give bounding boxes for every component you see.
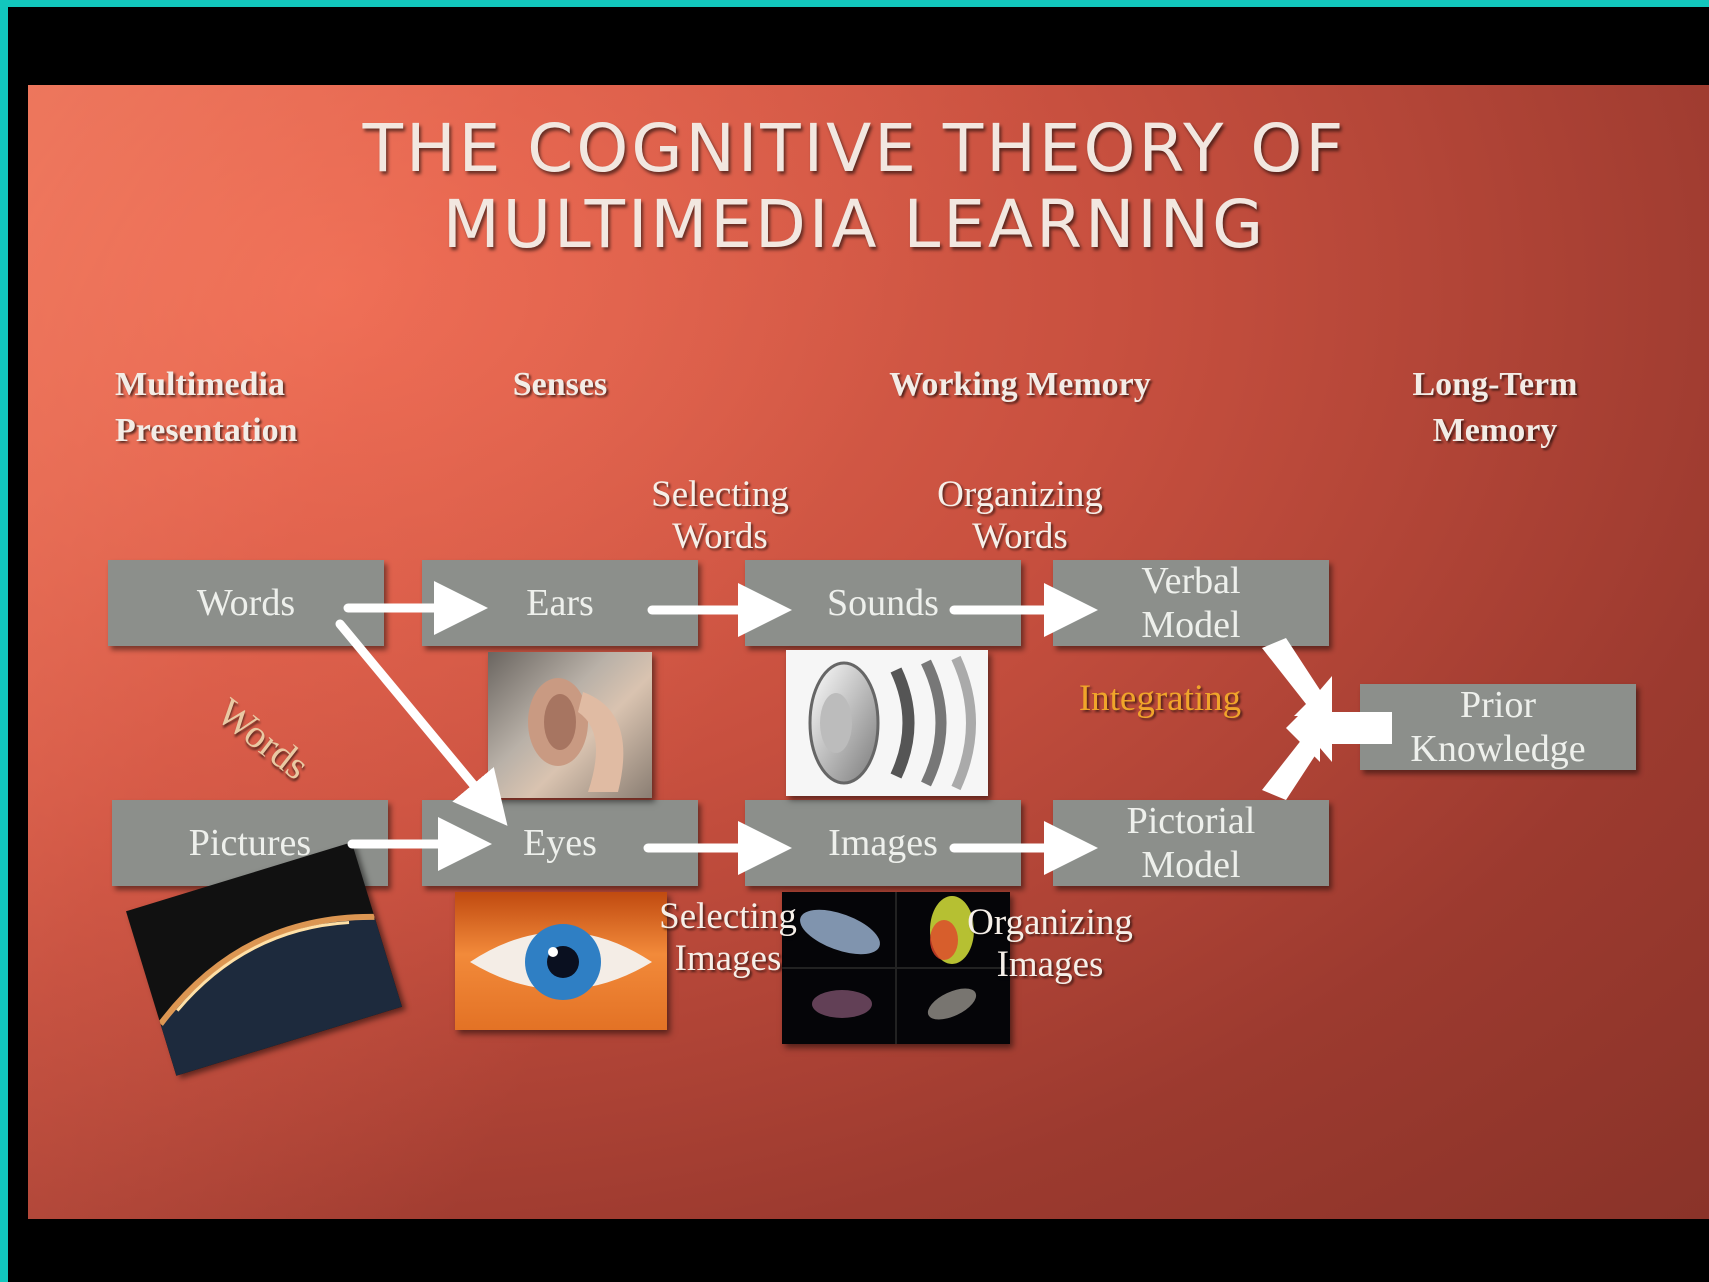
label-selecting-words-line2: Words <box>672 516 768 557</box>
prior-knowledge-line1: Prior <box>1460 684 1536 726</box>
speaker-image <box>786 650 988 796</box>
ear-icon <box>528 678 624 792</box>
header-working-memory: Working Memory <box>889 366 1151 403</box>
label-selecting-words: Selecting Words <box>620 474 820 558</box>
eye-icon <box>470 924 652 1000</box>
planet-icon <box>158 913 402 1076</box>
label-selecting-images-line2: Images <box>674 938 782 979</box>
label-organizing-images: Organizing Images <box>930 902 1170 986</box>
label-selecting-images-line1: Selecting <box>659 896 797 937</box>
label-integrating: Integrating <box>1078 678 1242 719</box>
arrow-integrate-up <box>1262 722 1332 800</box>
label-organizing-words-line2: Words <box>972 516 1068 557</box>
galaxy-icon <box>782 892 1010 1044</box>
label-organizing-images-line1: Organizing <box>967 902 1133 943</box>
arrow-integrate-down <box>1262 638 1332 716</box>
title-line-1: THE COGNITIVE THEORY OF <box>362 110 1347 187</box>
label-organizing-words: Organizing Words <box>895 474 1145 558</box>
header-multimedia-line: Multimedia <box>115 366 285 403</box>
prior-knowledge-line2: Knowledge <box>1410 728 1586 770</box>
header-presentation-line: Presentation <box>115 412 298 449</box>
verbal-model-line2: Model <box>1141 604 1241 646</box>
header-multimedia-presentation: Multimedia Presentation <box>115 362 375 454</box>
box-words: Words <box>108 560 384 646</box>
header-long-term-memory: Long-Term Memory <box>1375 362 1615 454</box>
galaxy-images <box>782 892 1010 1044</box>
label-selecting-words-line1: Selecting <box>651 474 789 515</box>
label-organizing-words-line1: Organizing <box>937 474 1103 515</box>
header-senses: Senses <box>512 366 608 403</box>
box-pictorial-model: Pictorial Model <box>1053 800 1329 886</box>
header-long-term-line: Long-Term <box>1412 366 1578 403</box>
label-selecting-images: Selecting Images <box>628 896 828 980</box>
speaker-icon <box>808 655 976 791</box>
pictorial-model-line1: Pictorial <box>1126 800 1256 842</box>
arrow-words-to-eyes-diagonal <box>335 619 508 826</box>
box-prior-knowledge: Prior Knowledge <box>1360 684 1636 770</box>
space-photo <box>126 842 402 1076</box>
integration-arrows <box>1262 638 1392 800</box>
eye-photo <box>455 892 667 1030</box>
header-memory-line: Memory <box>1432 412 1558 449</box>
pictorial-model-line2: Model <box>1141 844 1241 886</box>
box-verbal-model: Verbal Model <box>1053 560 1329 646</box>
title-line-2: MULTIMEDIA LEARNING <box>442 186 1267 263</box>
verbal-model-line1: Verbal <box>1141 560 1241 602</box>
label-organizing-images-line2: Images <box>996 944 1104 985</box>
ear-photo <box>488 652 652 798</box>
